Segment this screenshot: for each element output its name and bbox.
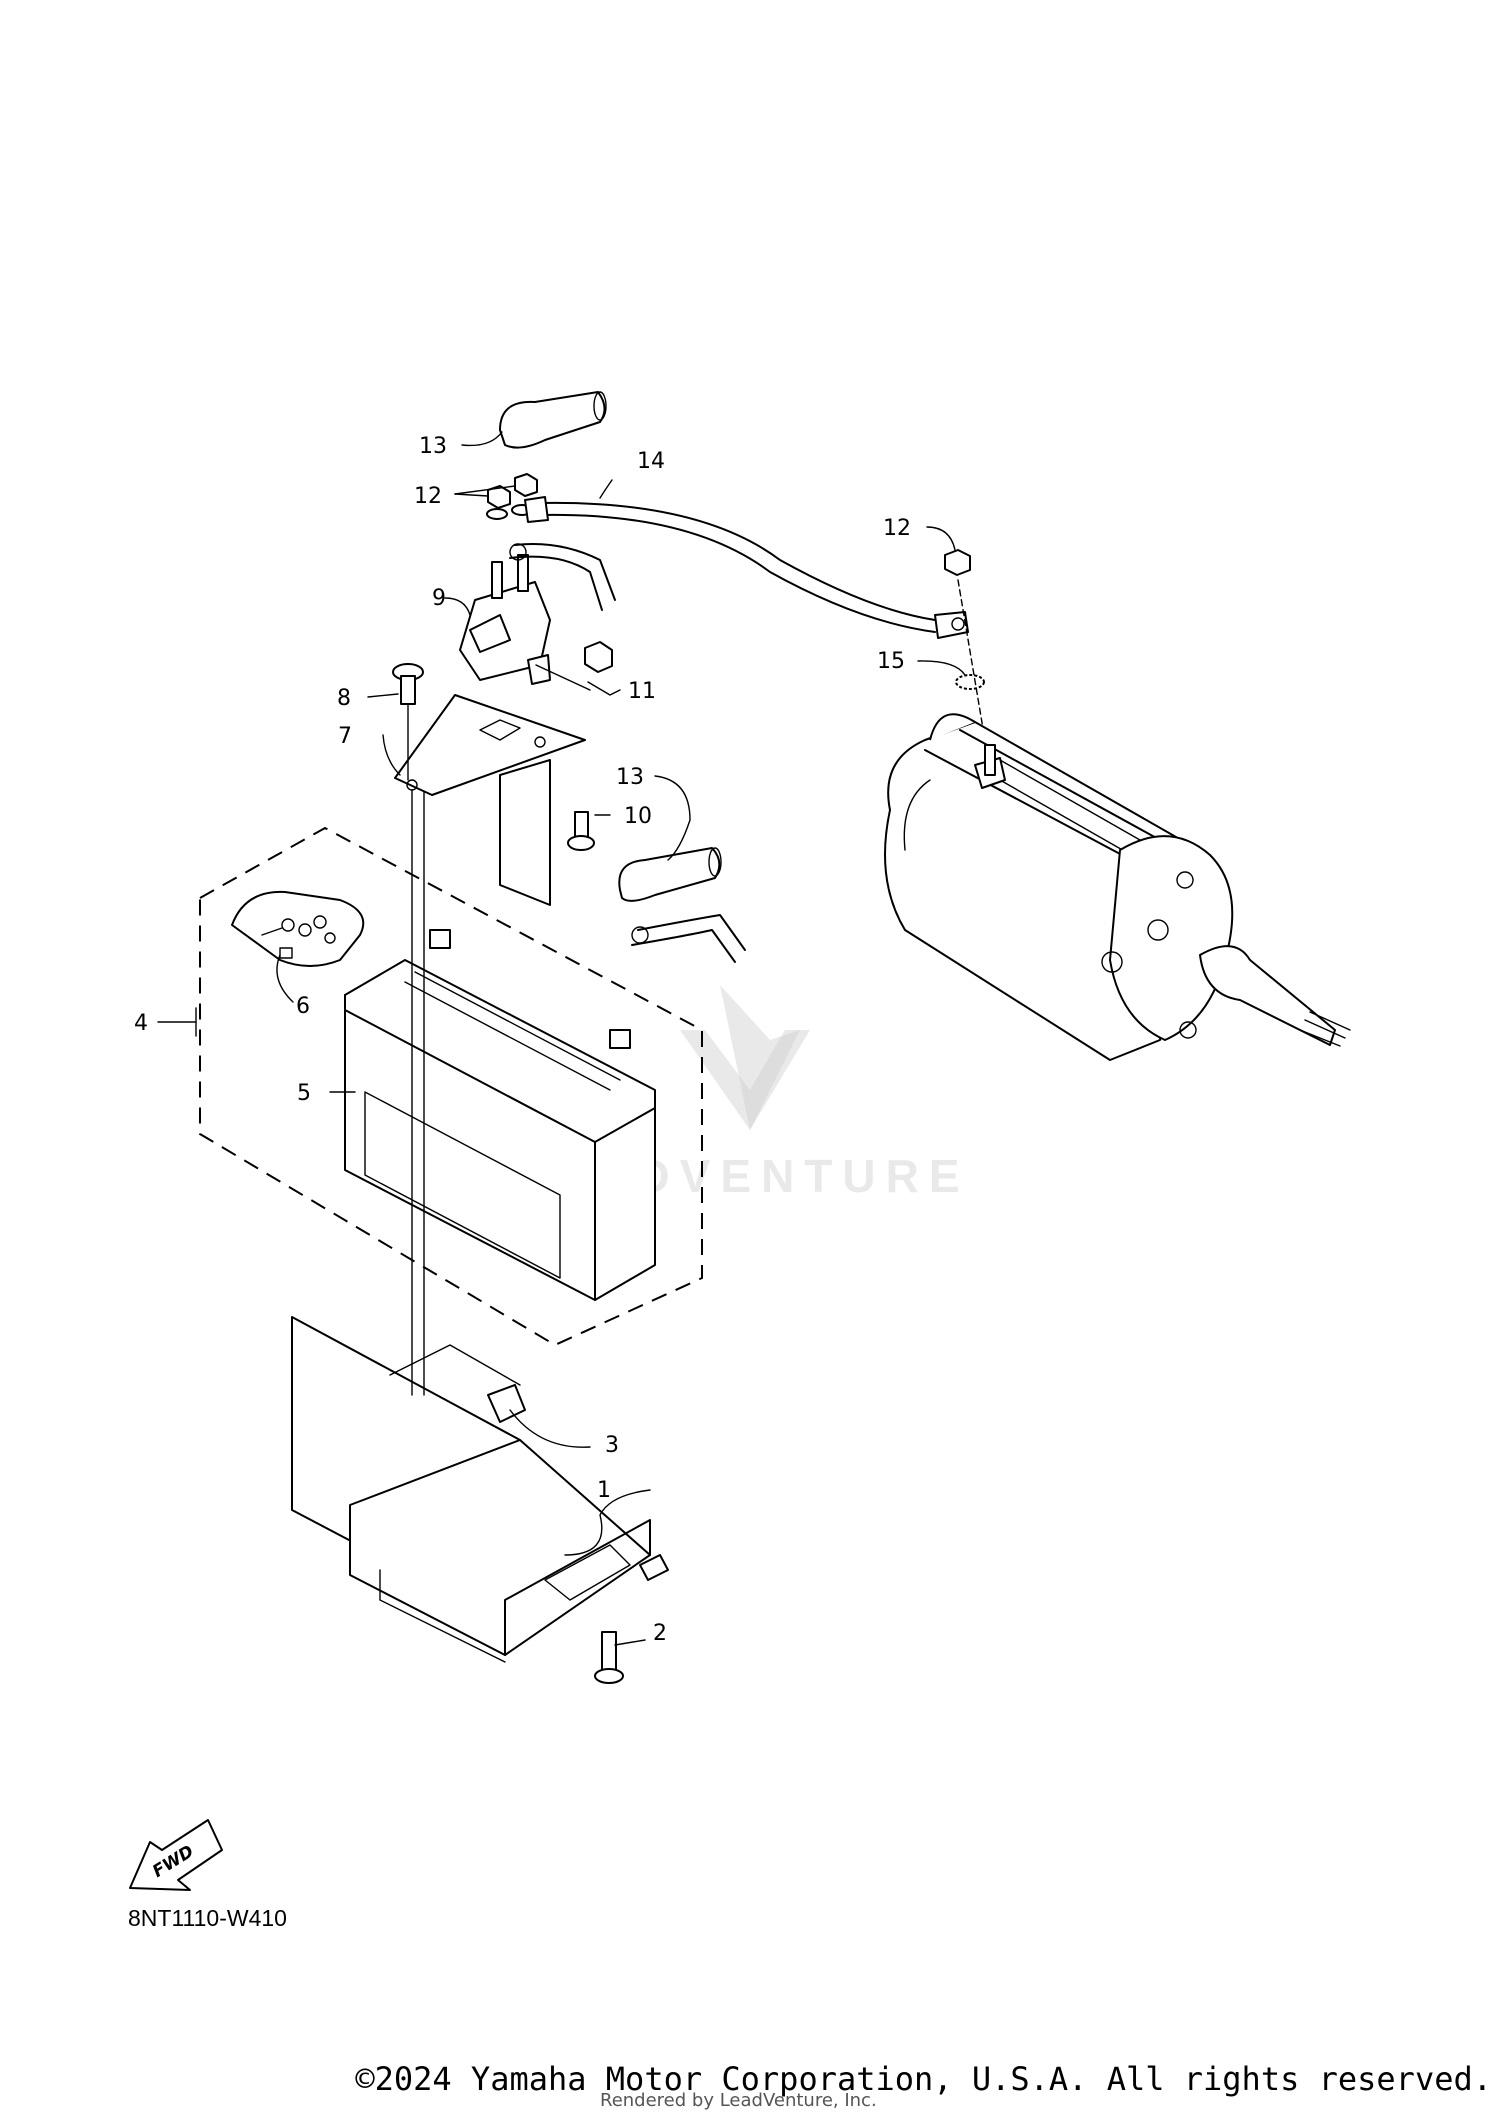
- part-12-nuts-left: [486, 473, 538, 520]
- part-11-nut: [584, 641, 613, 673]
- part-13-terminal-cap-lower: [618, 847, 722, 902]
- callout-15: 15: [877, 649, 905, 674]
- diagram-code: 8NT1110-W410: [128, 1905, 287, 1931]
- callout-13-lower: 13: [616, 765, 644, 790]
- copyright-notice: ©2024 Yamaha Motor Corporation, U.S.A. A…: [355, 2060, 1492, 2098]
- callout-9: 9: [432, 586, 446, 611]
- part-1-battery-box: [291, 1316, 669, 1684]
- callout-13-top: 13: [419, 434, 447, 459]
- callout-10: 10: [624, 804, 652, 829]
- part-6-hardware-bag: [231, 890, 365, 967]
- callout-4: 4: [134, 1011, 148, 1036]
- callout-7: 7: [338, 724, 352, 749]
- battery-terminal-neg: [429, 929, 451, 949]
- callout-1: 1: [597, 1478, 611, 1503]
- callout-11: 11: [628, 679, 656, 704]
- battery-terminal-pos: [609, 1029, 631, 1049]
- part-2-bolt: [594, 1631, 624, 1684]
- leader-lines: [157, 431, 966, 1646]
- part-8-screw: [392, 663, 424, 705]
- part-3-clip: [487, 1384, 526, 1423]
- watermark-flame-icon: [720, 985, 800, 1130]
- part-14-starter-cable: [509, 496, 969, 639]
- callout-2: 2: [653, 1621, 667, 1646]
- part-13-terminal-cap-top: [499, 391, 607, 449]
- starter-motor: [884, 713, 1351, 1061]
- part-7-bracket: [394, 694, 586, 906]
- callout-6: 6: [296, 994, 310, 1019]
- callout-3: 3: [605, 1433, 619, 1458]
- part-15-lock-washer: [955, 674, 985, 690]
- callout-5: 5: [297, 1081, 311, 1106]
- rendered-by-notice: Rendered by LeadVenture, Inc.: [600, 2090, 877, 2111]
- part-5-battery: [344, 929, 656, 1301]
- fwd-arrow-icon: FWD: [129, 1819, 223, 1891]
- callout-8: 8: [337, 686, 351, 711]
- callouts: 1 2 3 4 5 6 7 8 9 10 11 12 12 13 13 14 1…: [134, 434, 911, 1646]
- watermark-v-icon: [680, 1030, 810, 1130]
- battery-kit-outline: [199, 826, 703, 1347]
- callout-12-left: 12: [414, 484, 442, 509]
- part-12-nut-right: [944, 549, 971, 576]
- callout-12-right: 12: [883, 516, 911, 541]
- part-9-starter-relay: [459, 554, 551, 685]
- part-10-bolt: [567, 811, 595, 851]
- callout-14: 14: [637, 449, 665, 474]
